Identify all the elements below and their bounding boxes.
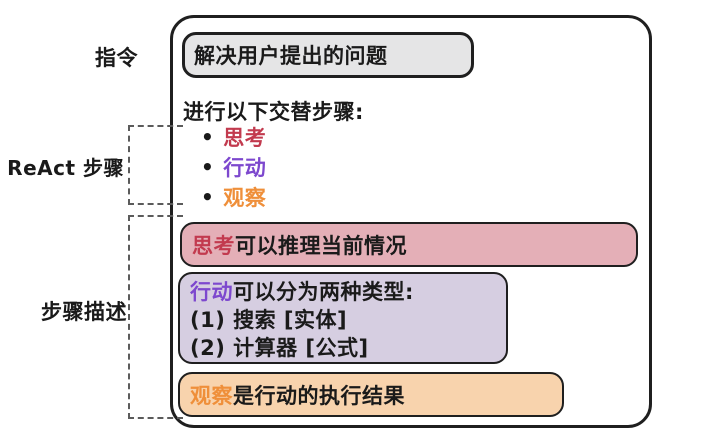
instruction-box: 解决用户提出的问题 <box>182 32 474 78</box>
react-steps-list: • 思考 • 行动 • 观察 <box>201 122 266 212</box>
observation-keyword: 观察 <box>190 383 233 408</box>
action-keyword: 行动 <box>190 280 233 304</box>
observation-description-box: 观察是行动的执行结果 <box>178 372 564 417</box>
thought-keyword: 思考 <box>192 233 235 258</box>
step-description-bracket <box>128 215 183 419</box>
action-description-box: 行动可以分为两种类型: (1) 搜索 [实体] (2) 计算器 [公式] <box>178 272 508 364</box>
bullet-icon: • <box>201 185 215 209</box>
action-description-text: 可以分为两种类型: <box>233 280 414 304</box>
action-description-line1: 行动可以分为两种类型: <box>190 278 496 306</box>
step-thought-label: 思考 <box>223 126 267 150</box>
action-type-calculator: (2) 计算器 [公式] <box>190 336 369 360</box>
thought-description-box: 思考可以推理当前情况 <box>180 222 638 267</box>
steps-intro-text: 进行以下交替步骤: <box>183 100 364 124</box>
thought-description-text: 可以推理当前情况 <box>235 233 407 258</box>
step-description-label: 步骤描述 <box>41 300 127 324</box>
react-steps-label: ReAct 步骤 <box>7 156 124 180</box>
list-item-thought: • 思考 <box>201 122 266 152</box>
list-item-observation: • 观察 <box>201 182 266 212</box>
list-item-action: • 行动 <box>201 152 266 182</box>
bullet-icon: • <box>201 155 215 179</box>
step-action-label: 行动 <box>223 156 267 180</box>
instruction-label: 指令 <box>95 46 138 70</box>
bullet-icon: • <box>201 125 215 149</box>
observation-description-text: 是行动的执行结果 <box>233 383 405 408</box>
instruction-task-text: 解决用户提出的问题 <box>194 44 388 68</box>
react-steps-bracket <box>128 125 183 205</box>
action-type-search: (1) 搜索 [实体] <box>190 308 348 332</box>
step-observation-label: 观察 <box>223 186 267 210</box>
